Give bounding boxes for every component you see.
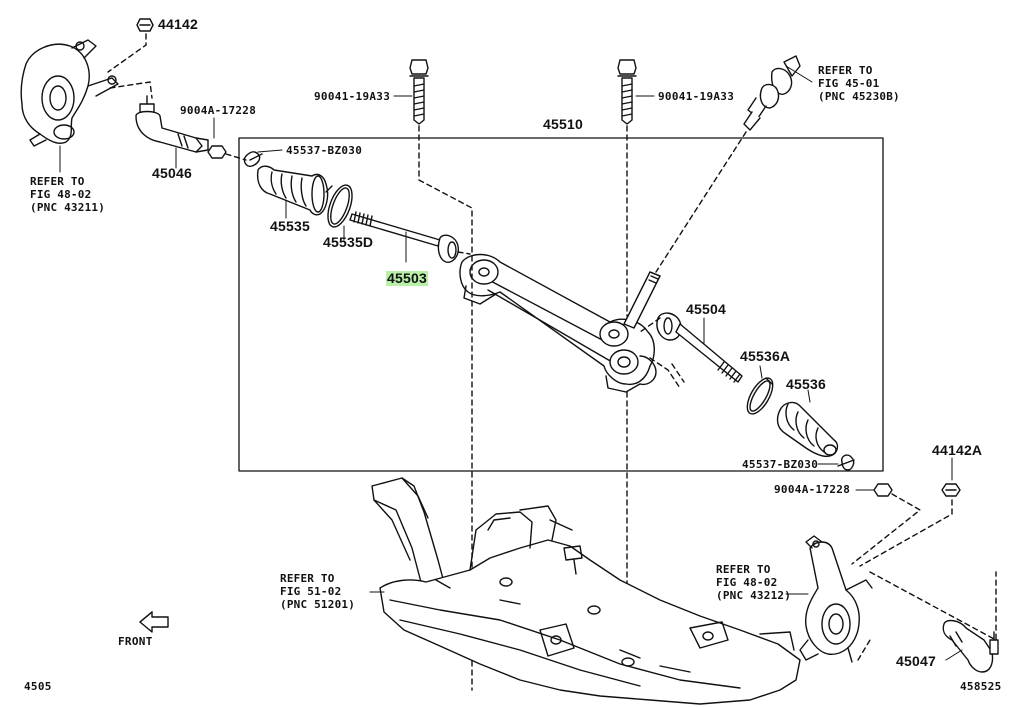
- label-45504[interactable]: 45504: [686, 301, 726, 317]
- label-45537-left[interactable]: 45537-BZ030: [286, 144, 363, 157]
- footer-right-code: 458525: [960, 680, 1002, 693]
- clip-45537-left[interactable]: [243, 151, 263, 168]
- label-45046[interactable]: 45046: [152, 165, 192, 181]
- label-90041-left[interactable]: 90041-19A33: [314, 90, 391, 103]
- refer-line: FIG 48-02: [716, 576, 778, 589]
- nut-44142[interactable]: [136, 18, 154, 32]
- label-45536[interactable]: 45536: [786, 376, 826, 392]
- steering-knuckle-right: [799, 535, 873, 663]
- refer-knuckle-left[interactable]: REFER TO FIG 48-02 (PNC 43211): [30, 175, 105, 214]
- steering-intermediate-shaft: [743, 55, 801, 131]
- label-45503[interactable]: 45503: [386, 270, 428, 286]
- clip-45537-right[interactable]: [837, 454, 855, 471]
- label-44142a[interactable]: 44142A: [932, 442, 983, 458]
- refer-line: (PNC 51201): [280, 598, 356, 611]
- refer-line: (PNC 45230B): [818, 90, 900, 103]
- nut-9004a-left[interactable]: [207, 145, 227, 159]
- boot-45536[interactable]: [776, 401, 839, 458]
- label-9004a-right[interactable]: 9004A-17228: [774, 483, 851, 496]
- label-45537-right[interactable]: 45537-BZ030: [742, 458, 819, 471]
- refer-crossmember[interactable]: REFER TO FIG 51-02 (PNC 51201): [280, 572, 355, 611]
- footer-left-code: 4505: [24, 680, 52, 693]
- refer-line: FIG 51-02: [280, 585, 342, 598]
- assembly-box-45510: [238, 137, 884, 472]
- refer-line: REFER TO: [818, 64, 873, 77]
- refer-line: REFER TO: [30, 175, 85, 188]
- clamp-45535d[interactable]: [323, 182, 357, 230]
- refer-knuckle-right[interactable]: REFER TO FIG 48-02 (PNC 43212): [716, 563, 791, 602]
- tie-rod-end-45047[interactable]: [942, 619, 999, 673]
- label-90041-right[interactable]: 90041-19A33: [658, 90, 735, 103]
- front-crossmember: [371, 477, 801, 705]
- label-9004a-left[interactable]: 9004A-17228: [180, 104, 257, 117]
- tie-rod-end-45046[interactable]: [135, 95, 209, 153]
- label-45535[interactable]: 45535: [270, 218, 310, 234]
- bolt-90041-left[interactable]: [409, 59, 429, 125]
- front-label: FRONT: [118, 635, 153, 648]
- clamp-45536a[interactable]: [742, 374, 778, 418]
- refer-steering-shaft[interactable]: REFER TO FIG 45-01 (PNC 45230B): [818, 64, 900, 103]
- boot-45535[interactable]: [256, 165, 329, 216]
- front-arrow-icon: [139, 611, 169, 633]
- label-45535d[interactable]: 45535D: [323, 234, 374, 250]
- rack-housing: [459, 253, 685, 393]
- nut-44142a[interactable]: [941, 483, 961, 497]
- refer-line: REFER TO: [280, 572, 335, 585]
- refer-line: FIG 48-02: [30, 188, 92, 201]
- label-45536a[interactable]: 45536A: [740, 348, 791, 364]
- refer-line: (PNC 43212): [716, 589, 792, 602]
- refer-line: FIG 45-01: [818, 77, 880, 90]
- inner-tie-rod-45503[interactable]: [349, 211, 460, 263]
- refer-line: REFER TO: [716, 563, 771, 576]
- outer-tie-rod-45504[interactable]: [656, 312, 743, 383]
- nut-9004a-right[interactable]: [873, 483, 893, 497]
- steering-knuckle-left: [20, 39, 119, 147]
- label-45047[interactable]: 45047: [896, 653, 936, 669]
- label-44142[interactable]: 44142: [158, 16, 198, 32]
- label-45510[interactable]: 45510: [543, 116, 583, 132]
- bolt-90041-right[interactable]: [617, 59, 637, 125]
- refer-line: (PNC 43211): [30, 201, 106, 214]
